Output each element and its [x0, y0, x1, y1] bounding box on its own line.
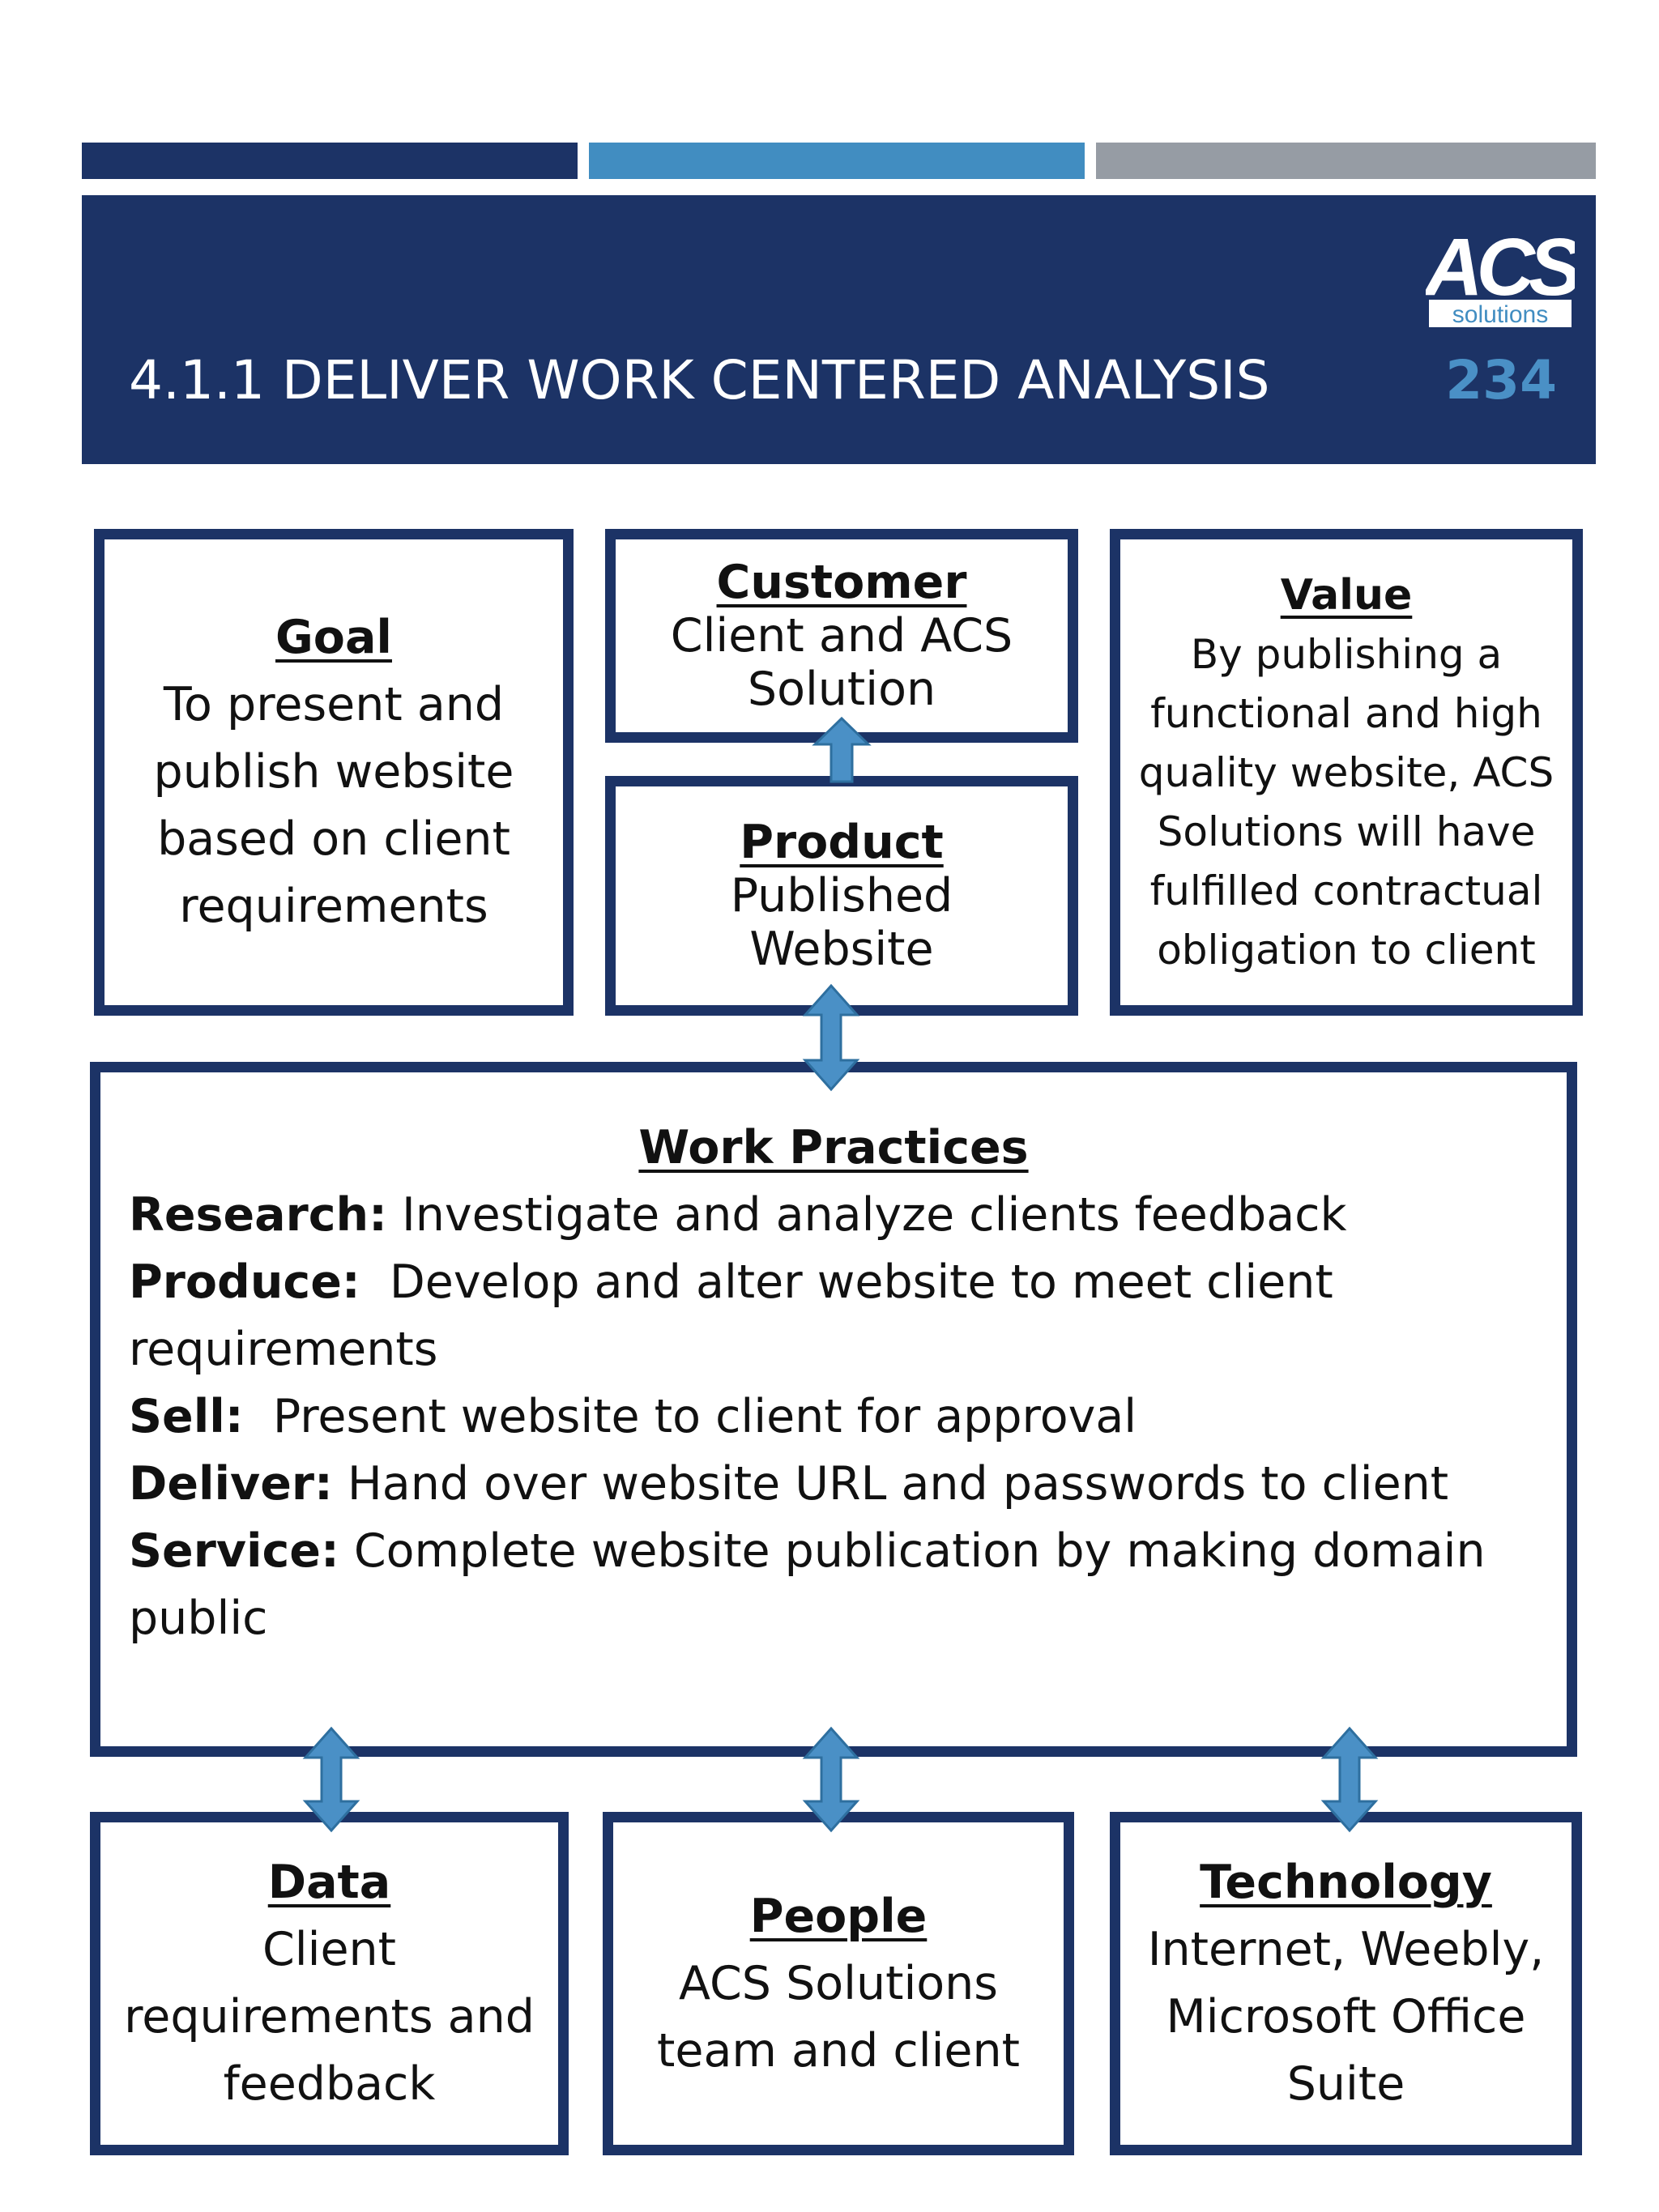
double-arrow-icon: [802, 1726, 860, 1833]
customer-title: Customer: [716, 556, 967, 609]
technology-description: Internet, Weebly, Microsoft Office Suite: [1148, 1916, 1545, 2118]
technology-title: Technology: [1200, 1856, 1492, 1909]
practice-label: Sell:: [129, 1390, 244, 1443]
goal-box: Goal To present and publish website base…: [94, 529, 574, 1016]
product-line: Published: [730, 869, 953, 923]
value-line: functional and high: [1150, 689, 1542, 737]
people-description: ACS Solutions team and client: [657, 1950, 1020, 2085]
practice-produce: Produce: Develop and alter website to me…: [129, 1249, 1506, 1383]
accent-bar-blue: [589, 143, 1085, 179]
people-box: People ACS Solutions team and client: [603, 1812, 1074, 2155]
double-arrow-icon: [1320, 1726, 1379, 1833]
goal-description: To present and publish website based on …: [154, 671, 514, 940]
svg-text:ACS: ACS: [1426, 222, 1575, 313]
goal-line: requirements: [179, 880, 488, 933]
technology-box: Technology Internet, Weebly, Microsoft O…: [1110, 1812, 1582, 2155]
data-description: Client requirements and feedback: [124, 1916, 535, 2118]
product-line: Website: [749, 923, 934, 976]
value-line: quality website, ACS: [1138, 748, 1555, 796]
product-description: Published Website: [731, 869, 953, 976]
value-line: By publishing a: [1190, 630, 1503, 678]
practice-research: Research: Investigate and analyze client…: [129, 1182, 1506, 1249]
value-description: By publishing a functional and high qual…: [1139, 625, 1554, 980]
practice-text: Present website to client for approval: [243, 1390, 1137, 1443]
value-line: obligation to client: [1157, 926, 1536, 974]
people-line: ACS Solutions: [679, 1956, 998, 2010]
product-title: Product: [740, 816, 944, 869]
practice-deliver: Deliver: Hand over website URL and passw…: [129, 1451, 1506, 1518]
double-arrow-icon: [802, 983, 860, 1092]
up-arrow-icon: [812, 716, 872, 783]
accent-bar-navy: [82, 143, 578, 179]
data-title: Data: [267, 1856, 391, 1909]
practice-label: Produce:: [129, 1255, 360, 1309]
work-practices-box: Work Practices Research: Investigate and…: [90, 1062, 1577, 1757]
acs-solutions-logo: ACS solutions: [1426, 222, 1575, 330]
goal-line: To present and: [163, 678, 505, 731]
customer-box: Customer Client and ACS Solution: [605, 529, 1078, 743]
customer-description: Client and ACS Solution: [671, 609, 1013, 716]
customer-line: Client and ACS: [670, 609, 1013, 663]
work-practices-title: Work Practices: [638, 1121, 1029, 1174]
people-title: People: [749, 1889, 928, 1943]
technology-line: Internet, Weebly,: [1147, 1923, 1545, 1976]
practice-text: Investigate and analyze clients feedback: [386, 1188, 1347, 1242]
practice-sell: Sell: Present website to client for appr…: [129, 1383, 1506, 1451]
data-box: Data Client requirements and feedback: [90, 1812, 569, 2155]
practice-service: Service: Complete website publication by…: [129, 1518, 1506, 1652]
practice-text: Complete website publication by making d…: [129, 1524, 1500, 1645]
value-line: fulfilled contractual: [1149, 867, 1543, 914]
goal-line: publish website: [153, 745, 514, 799]
data-line: Client: [262, 1923, 396, 1976]
people-line: team and client: [657, 2023, 1020, 2078]
technology-line: Microsoft Office: [1166, 1990, 1526, 2044]
data-line: requirements and: [124, 1990, 535, 2044]
practice-label: Deliver:: [129, 1457, 333, 1511]
double-arrow-icon: [302, 1726, 360, 1833]
practice-text: Develop and alter website to meet client…: [129, 1255, 1348, 1376]
practice-label: Research:: [129, 1188, 387, 1242]
data-line: feedback: [223, 2057, 436, 2111]
value-title: Value: [1280, 570, 1413, 620]
slide-header: ACS solutions 4.1.1 DELIVER WORK CENTERE…: [82, 195, 1596, 464]
svg-text:solutions: solutions: [1452, 301, 1548, 328]
technology-line: Suite: [1286, 2057, 1405, 2111]
value-box: Value By publishing a functional and hig…: [1110, 529, 1583, 1016]
page-number: 234: [1445, 349, 1557, 411]
practice-label: Service:: [129, 1524, 339, 1578]
customer-line: Solution: [747, 663, 936, 716]
goal-title: Goal: [275, 611, 392, 664]
product-box: Product Published Website: [605, 776, 1078, 1016]
accent-bar-gray: [1096, 143, 1596, 179]
value-line: Solutions will have: [1157, 808, 1536, 855]
page-title: 4.1.1 DELIVER WORK CENTERED ANALYSIS: [129, 349, 1270, 411]
practice-text: Hand over website URL and passwords to c…: [332, 1457, 1449, 1511]
goal-line: based on client: [157, 812, 510, 866]
